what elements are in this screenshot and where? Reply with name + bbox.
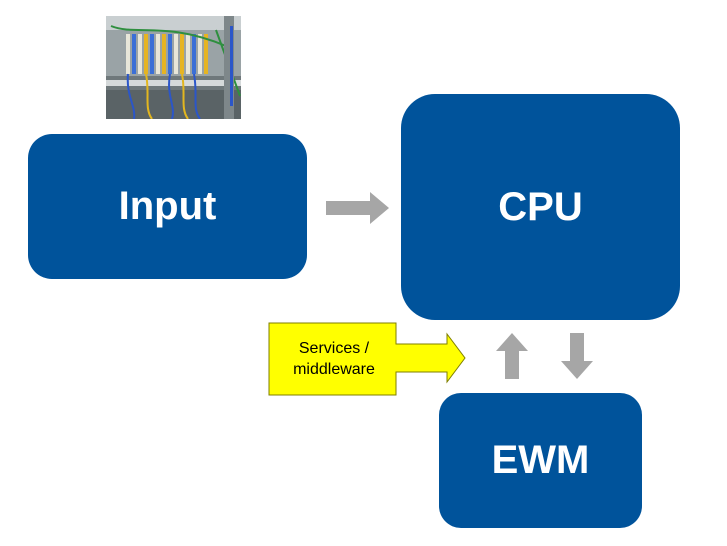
arrow-right-icon <box>326 192 390 224</box>
input-label: Input <box>118 184 217 228</box>
input-box: Input <box>28 134 307 279</box>
cpu-label: CPU <box>498 184 583 229</box>
arrow-down-icon <box>561 333 593 379</box>
wiring-cabinet-photo <box>106 16 241 119</box>
cpu-box: CPU <box>401 94 680 320</box>
ewm-box: EWM <box>439 393 642 528</box>
callout-line-2: middleware <box>293 361 375 378</box>
callout-line-1: Services / <box>298 340 370 357</box>
ewm-label: EWM <box>491 438 590 482</box>
callout-text: Services / middleware <box>270 322 398 396</box>
services-middleware-callout: Services / middleware <box>268 322 468 396</box>
arrow-up-icon <box>496 333 528 379</box>
